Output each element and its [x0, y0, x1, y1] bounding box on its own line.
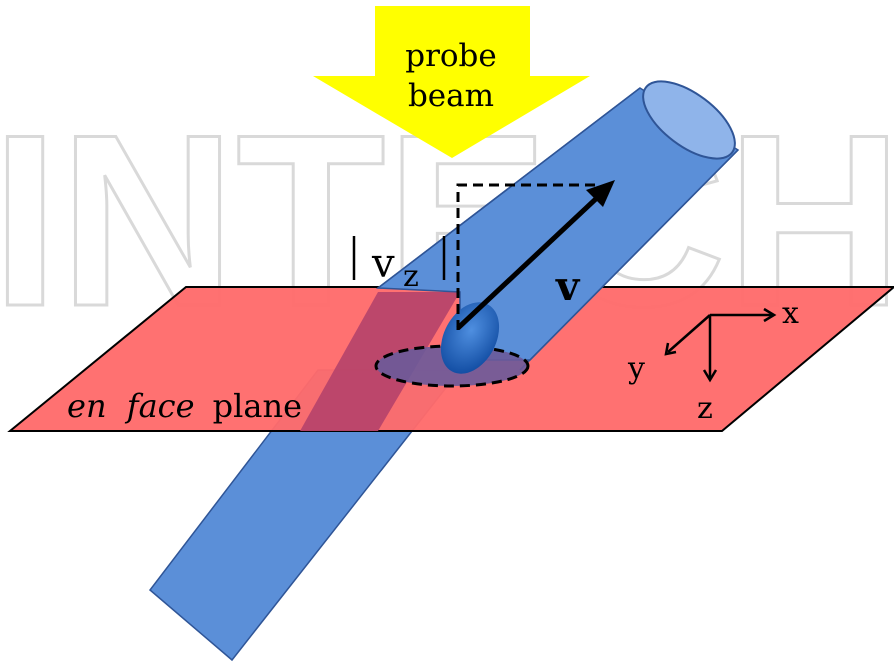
vz-subscript: z: [403, 259, 419, 294]
axis-z-label: z: [697, 391, 713, 426]
plane-label-face: face: [125, 387, 195, 425]
axis-y-label: y: [627, 351, 645, 386]
probe-beam-label-line2: beam: [408, 78, 494, 114]
probe-beam-label-line1: probe: [405, 38, 497, 74]
velocity-arrowhead: [586, 180, 615, 207]
axis-x-label: x: [782, 296, 799, 331]
vessel-end-cap: [642, 80, 736, 160]
plane-label-en: en: [67, 387, 107, 425]
coordinate-axes: [664, 307, 777, 383]
velocity-label: v: [555, 263, 581, 310]
plane-label-plane: plane: [213, 387, 302, 425]
velocity-component-dashed: [456, 183, 600, 330]
vz-label: v: [371, 241, 395, 287]
scatterer-blob: [440, 302, 500, 374]
plane-label: en face plane: [67, 387, 302, 425]
velocity-vector: [456, 193, 602, 330]
probe-beam-arrow: [313, 6, 590, 158]
